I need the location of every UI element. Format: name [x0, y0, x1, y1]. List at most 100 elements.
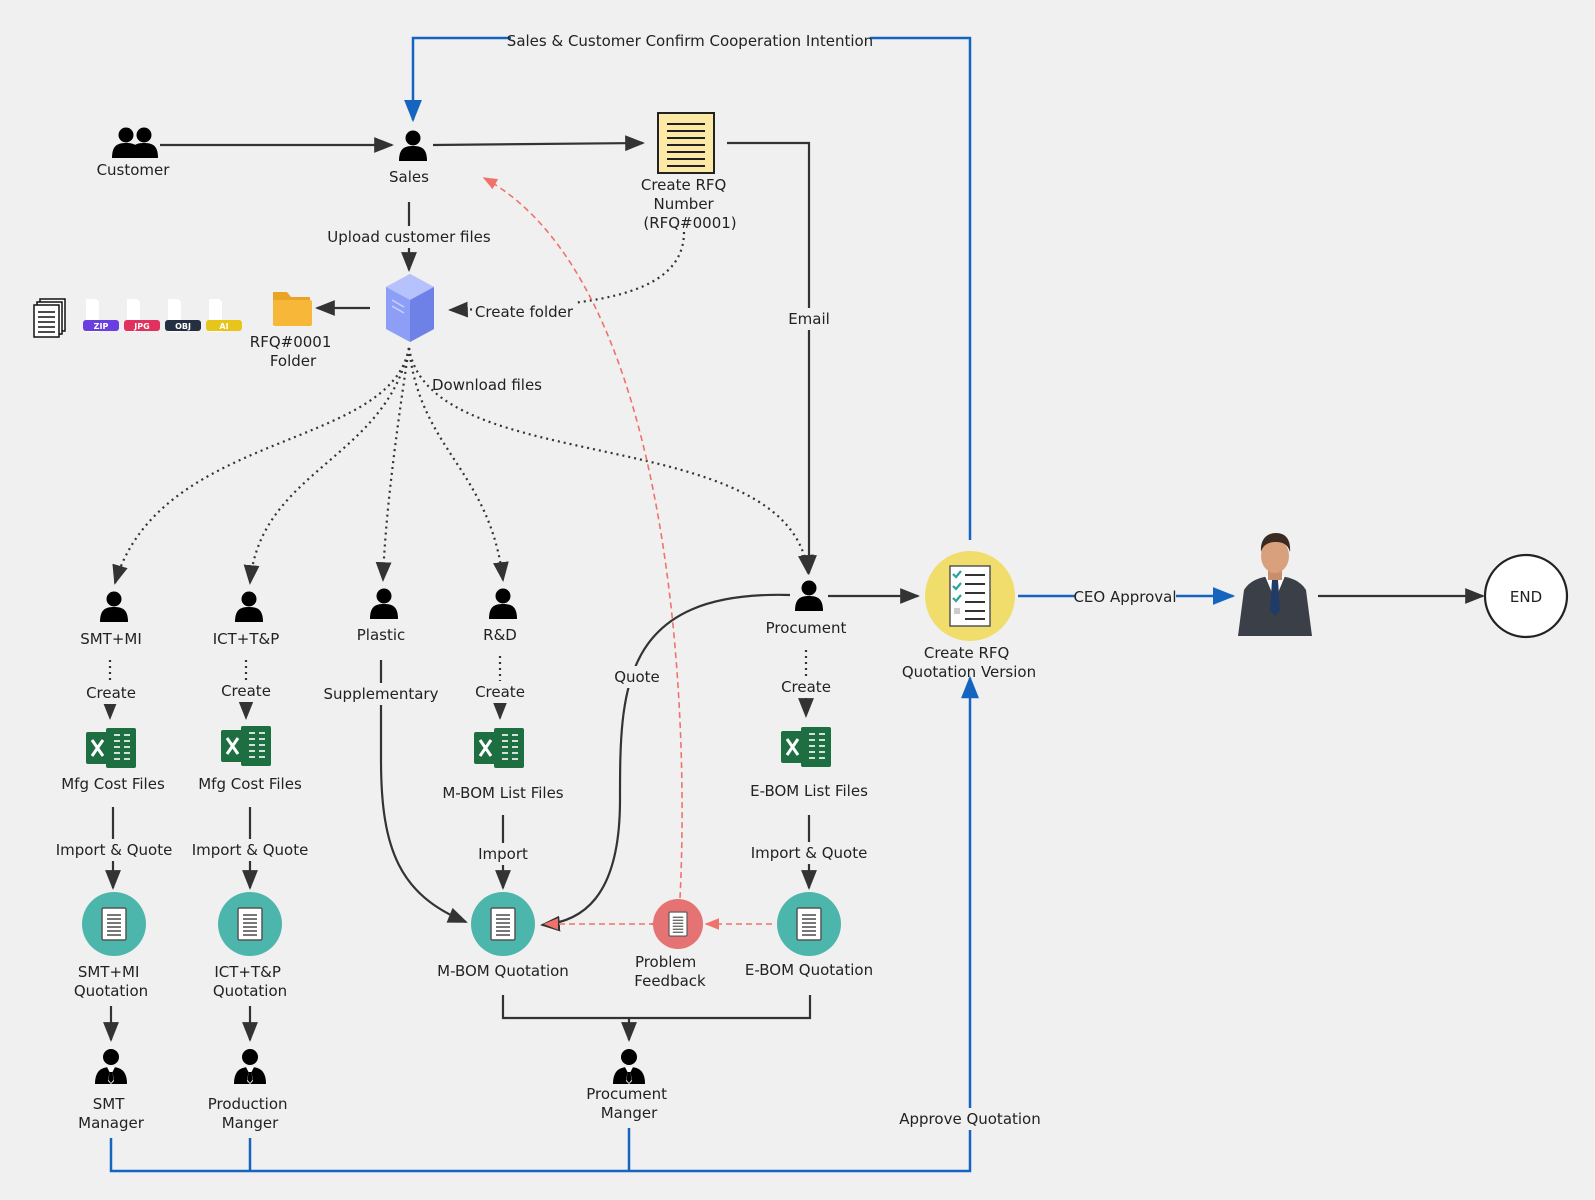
obj-file-icon: OBJ [165, 299, 201, 332]
smt-mi-node[interactable]: SMT+MI [80, 591, 142, 649]
server-icon [386, 274, 434, 342]
customer-files: ZIP JPG OBJ AI [33, 298, 242, 338]
rd-node[interactable]: R&D [483, 588, 517, 645]
label-import-quote-ict: Import & Quote [192, 841, 309, 859]
svg-text:OBJ: OBJ [175, 322, 191, 331]
manager-icon [234, 1049, 266, 1084]
jpg-file-icon: JPG [124, 299, 160, 332]
label-supplementary: Supplementary [324, 685, 439, 703]
rfq-folder-node[interactable]: RFQ#0001 Folder [250, 292, 336, 370]
edge-email [727, 141, 817, 575]
edge-download-ict [243, 347, 411, 585]
label-create-ict: Create [221, 682, 271, 700]
customer-label: Customer [97, 161, 171, 179]
ebom-list-node[interactable]: E-BOM List Files [750, 725, 868, 800]
smt-quotation-node[interactable]: SMT+MI Quotation [74, 892, 148, 1000]
rfq-number-node[interactable]: Create RFQ Number (RFQ#0001) [641, 112, 737, 232]
plastic-node[interactable]: Plastic [357, 588, 406, 645]
manager-icon [613, 1049, 645, 1084]
edge-quote [540, 593, 791, 932]
rfq-quotation-version-node[interactable]: Create RFQ Quotation Version [902, 551, 1036, 681]
person-icon [489, 588, 517, 619]
manager-icon [95, 1049, 127, 1084]
label-import: Import [478, 845, 528, 863]
document-icon [237, 907, 263, 941]
mfg-cost-files-1-node[interactable]: Mfg Cost Files [61, 726, 165, 793]
edge-approve [109, 675, 979, 1173]
documents-icon [33, 298, 66, 338]
ict-tp-node[interactable]: ICT+T&P [213, 591, 280, 649]
document-icon [668, 911, 688, 937]
sales-node[interactable]: Sales [389, 130, 429, 187]
edge-download-proc [407, 347, 814, 575]
procument-manager-label: Procument Manger [586, 1085, 672, 1122]
smt-manager-node[interactable]: SMT Manager [78, 1049, 145, 1132]
smt-manager-label: SMT Manager [78, 1095, 145, 1132]
folder-icon [273, 292, 312, 326]
plastic-label: Plastic [357, 626, 406, 644]
label-download: Download files [432, 376, 542, 394]
edge-download-plastic [375, 347, 411, 582]
procument-node[interactable]: Procument [766, 580, 847, 638]
customer-node[interactable]: Customer [97, 127, 171, 180]
mbom-list-node[interactable]: M-BOM List Files [442, 726, 564, 802]
server-node[interactable] [386, 274, 434, 342]
production-manager-label: Production Manger [208, 1095, 293, 1132]
document-icon [490, 907, 516, 941]
label-approve-quotation: Approve Quotation [899, 1110, 1041, 1128]
label-ceo-approval: CEO Approval [1073, 588, 1176, 606]
excel-icon [219, 724, 273, 768]
label-email: Email [788, 310, 830, 328]
customer-icon [112, 127, 158, 158]
mfg-cost-files-1-label: Mfg Cost Files [61, 775, 165, 793]
end-label: END [1510, 588, 1542, 606]
smt-mi-label: SMT+MI [80, 630, 142, 648]
label-create-proc: Create [781, 678, 831, 696]
ebom-quotation-node[interactable]: E-BOM Quotation [745, 892, 873, 979]
label-upload: Upload customer files [327, 228, 491, 246]
document-icon [101, 907, 127, 941]
label-create-smt: Create [86, 684, 136, 702]
smt-quotation-label: SMT+MI Quotation [74, 963, 148, 1000]
ceo-node[interactable] [1238, 533, 1312, 636]
edge-sales-rfq [432, 135, 645, 152]
label-import-quote-smt: Import & Quote [56, 841, 173, 859]
person-icon [795, 580, 823, 611]
ai-file-icon: AI [206, 299, 242, 332]
connectors [102, 36, 1485, 1173]
document-icon [657, 112, 715, 174]
label-create-folder: Create folder [475, 303, 574, 321]
mbom-list-label: M-BOM List Files [442, 784, 563, 802]
rfq-number-label: Create RFQ Number (RFQ#0001) [641, 176, 737, 232]
edge-create-folder [448, 231, 686, 318]
problem-feedback-node[interactable]: Problem Feedback [634, 899, 706, 990]
person-icon [100, 591, 128, 622]
problem-feedback-label: Problem Feedback [634, 953, 706, 990]
excel-icon [472, 726, 526, 770]
zip-file-icon: ZIP [83, 299, 119, 332]
ebom-quotation-label: E-BOM Quotation [745, 961, 873, 979]
svg-text:JPG: JPG [133, 322, 149, 331]
procument-manager-node[interactable]: Procument Manger [586, 1049, 672, 1122]
procument-label: Procument [766, 619, 847, 637]
ict-tp-label: ICT+T&P [213, 630, 280, 648]
ict-quotation-node[interactable]: ICT+T&P Quotation [213, 892, 287, 1000]
mfg-cost-files-2-node[interactable]: Mfg Cost Files [198, 724, 302, 793]
checklist-icon [949, 565, 991, 627]
ict-quotation-label: ICT+T&P Quotation [213, 963, 287, 1000]
sales-label: Sales [389, 168, 429, 186]
mbom-quotation-label: M-BOM Quotation [437, 962, 569, 980]
person-icon [235, 591, 263, 622]
production-manager-node[interactable]: Production Manger [208, 1049, 293, 1132]
edge-labels: Sales & Customer Confirm Cooperation Int… [55, 28, 1177, 1130]
edge-download-smt [112, 347, 411, 585]
person-icon [370, 588, 398, 619]
edge-problem-to-sales [482, 177, 683, 899]
mfg-cost-files-2-label: Mfg Cost Files [198, 775, 302, 793]
businessman-icon [1238, 533, 1312, 636]
label-confirm: Sales & Customer Confirm Cooperation Int… [507, 32, 873, 50]
mbom-quotation-node[interactable]: M-BOM Quotation [437, 892, 569, 980]
document-icon [796, 907, 822, 941]
end-node[interactable]: END [1483, 553, 1569, 639]
